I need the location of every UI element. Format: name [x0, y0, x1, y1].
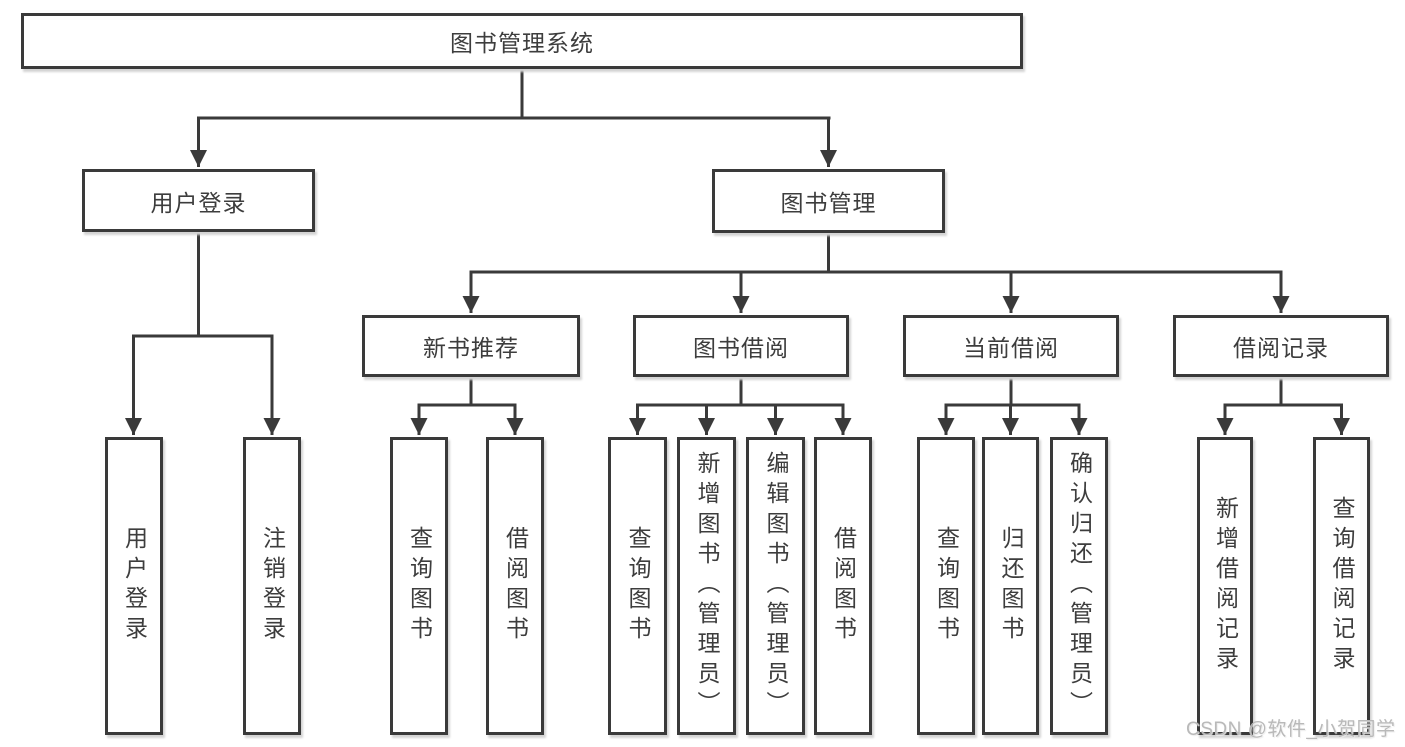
connector-root-to-level1 — [190, 68, 837, 167]
leaf-borrow-books: 借阅图书 — [814, 437, 872, 735]
leaf-query-books-borrow-label: 查询图书 — [625, 526, 651, 646]
leaf-query-books-current-label: 查询图书 — [933, 526, 960, 646]
leaf-borrow-books-recommend: 借阅图书 — [486, 437, 544, 735]
node-new-book-recommend-label: 新书推荐 — [423, 335, 519, 361]
connector-current-borrow-branch — [937, 377, 1088, 435]
node-book-management-label: 图书管理 — [780, 190, 877, 216]
leaf-add-book-admin-label: 新增图书（管理员） — [694, 451, 720, 721]
leaf-return-books: 归还图书 — [982, 437, 1039, 735]
connector-new-book-branch — [410, 377, 524, 435]
leaf-add-borrow-record-label: 新增借阅记录 — [1212, 496, 1239, 676]
connector-borrow-record-branch — [1216, 377, 1350, 435]
leaf-borrow-books-recommend-label: 借阅图书 — [502, 526, 529, 646]
connector-book-borrow-branch — [629, 377, 852, 435]
node-current-borrow: 当前借阅 — [903, 315, 1119, 377]
leaf-query-borrow-record-label: 查询借阅记录 — [1329, 496, 1355, 676]
leaf-logout: 注销登录 — [243, 437, 301, 735]
leaf-edit-book-admin: 编辑图书（管理员） — [746, 437, 805, 735]
leaf-add-book-admin: 新增图书（管理员） — [677, 437, 736, 735]
node-user-login: 用户登录 — [82, 169, 315, 232]
node-borrow-records-label: 借阅记录 — [1233, 335, 1329, 361]
leaf-return-books-label: 归还图书 — [998, 526, 1024, 646]
connector-user-login-branch — [125, 231, 281, 435]
leaf-query-books-recommend: 查询图书 — [390, 437, 448, 735]
node-current-borrow-label: 当前借阅 — [963, 335, 1059, 361]
csdn-watermark: CSDN @软件_小贺同学 — [1186, 719, 1396, 740]
leaf-query-books-recommend-label: 查询图书 — [406, 526, 433, 646]
leaf-add-borrow-record: 新增借阅记录 — [1197, 437, 1253, 735]
leaf-edit-book-admin-label: 编辑图书（管理员） — [763, 451, 789, 721]
leaf-query-books-borrow: 查询图书 — [608, 437, 667, 735]
node-borrow-records: 借阅记录 — [1173, 315, 1389, 377]
node-book-borrow-label: 图书借阅 — [693, 335, 789, 361]
node-library-system-label: 图书管理系统 — [450, 30, 594, 56]
node-user-login-label: 用户登录 — [150, 189, 247, 216]
leaf-borrow-books-label: 借阅图书 — [830, 526, 857, 646]
node-library-system: 图书管理系统 — [21, 13, 1023, 69]
leaf-query-borrow-record: 查询借阅记录 — [1313, 437, 1370, 735]
connector-book-management-branch — [462, 232, 1290, 313]
leaf-user-login-label: 用户登录 — [121, 526, 148, 646]
node-new-book-recommend: 新书推荐 — [362, 315, 580, 377]
leaf-confirm-return-admin-label: 确认归还（管理员） — [1066, 451, 1093, 721]
node-book-borrow: 图书借阅 — [633, 315, 849, 377]
node-book-management: 图书管理 — [712, 169, 945, 233]
leaf-query-books-current: 查询图书 — [917, 437, 975, 735]
leaf-confirm-return-admin: 确认归还（管理员） — [1050, 437, 1108, 735]
leaf-logout-label: 注销登录 — [259, 526, 286, 646]
leaf-user-login: 用户登录 — [105, 437, 163, 735]
